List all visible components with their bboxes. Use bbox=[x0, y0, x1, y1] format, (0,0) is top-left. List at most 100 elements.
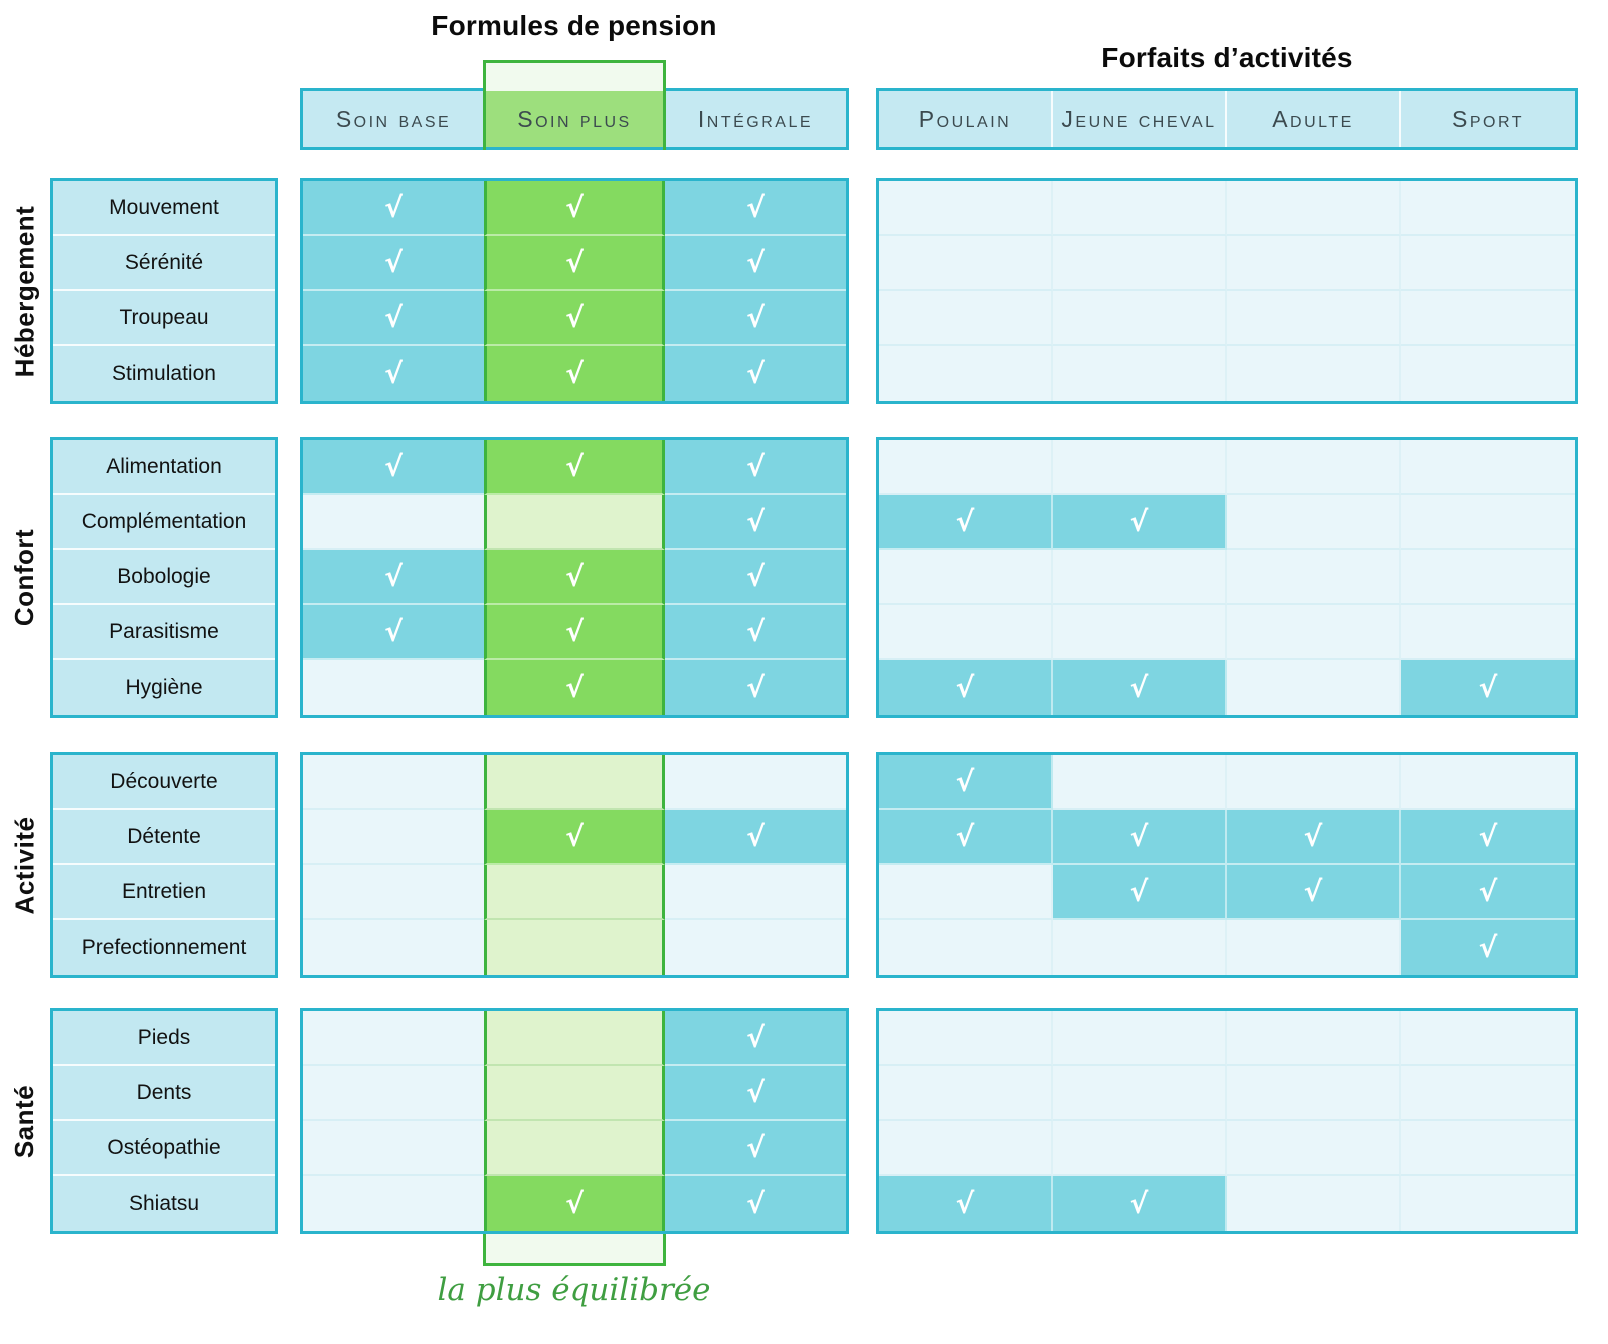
matrix-cell: √ bbox=[303, 181, 484, 236]
check-icon: √ bbox=[565, 1186, 584, 1220]
matrix-cell bbox=[1401, 755, 1575, 810]
matrix-cell: √ bbox=[879, 1176, 1053, 1231]
matrix-cell bbox=[879, 865, 1053, 920]
matrix-cell bbox=[1401, 236, 1575, 291]
matrix-cell: √ bbox=[1053, 495, 1227, 550]
check-icon: √ bbox=[955, 1186, 975, 1220]
group-label-text: Activité bbox=[9, 816, 40, 914]
check-icon: √ bbox=[384, 190, 403, 224]
matrix-cell bbox=[1401, 550, 1575, 605]
matrix-cell: √ bbox=[665, 440, 846, 495]
matrix-cell bbox=[879, 291, 1053, 346]
matrix-cell bbox=[484, 1066, 665, 1121]
row-label: Complémentation bbox=[53, 495, 275, 550]
row-label: Hygiène bbox=[125, 675, 203, 699]
check-icon: √ bbox=[746, 504, 765, 538]
matrix-cell: √ bbox=[303, 550, 484, 605]
matrix-cell bbox=[1227, 1011, 1401, 1066]
matrix-cell bbox=[484, 1121, 665, 1176]
row-label: Pieds bbox=[53, 1011, 275, 1066]
matrix-cell bbox=[1053, 1011, 1227, 1066]
matrix-cell bbox=[303, 1176, 484, 1231]
matrix-cell bbox=[1401, 291, 1575, 346]
check-icon: √ bbox=[746, 819, 765, 853]
matrix-cell: √ bbox=[484, 440, 665, 495]
row-label: Troupeau bbox=[53, 291, 275, 346]
matrix-cell: √ bbox=[484, 660, 665, 715]
check-icon: √ bbox=[565, 670, 584, 704]
matrix-cell bbox=[303, 1011, 484, 1066]
row-label: Alimentation bbox=[53, 440, 275, 495]
matrix-cell bbox=[484, 865, 665, 920]
matrix-cell bbox=[303, 755, 484, 810]
matrix-cell bbox=[1053, 920, 1227, 975]
matrix-cell: √ bbox=[665, 660, 846, 715]
matrix-cell bbox=[879, 181, 1053, 236]
check-icon: √ bbox=[746, 245, 765, 279]
activities-matrix-sante: √√ bbox=[876, 1008, 1578, 1234]
matrix-cell bbox=[665, 755, 846, 810]
check-icon: √ bbox=[955, 819, 975, 853]
check-icon: √ bbox=[384, 300, 403, 334]
pension-matrix-hebergement: √√√√√√√√√√√√ bbox=[300, 178, 849, 404]
matrix-cell bbox=[303, 1121, 484, 1176]
matrix-cell: √ bbox=[484, 810, 665, 865]
matrix-cell bbox=[1053, 440, 1227, 495]
matrix-cell: √ bbox=[665, 1176, 846, 1231]
row-label: Mouvement bbox=[53, 181, 275, 236]
check-icon: √ bbox=[384, 614, 403, 648]
matrix-cell bbox=[1227, 1176, 1401, 1231]
matrix-cell: √ bbox=[484, 605, 665, 660]
matrix-cell: √ bbox=[484, 236, 665, 291]
matrix-cell: √ bbox=[665, 495, 846, 550]
check-icon: √ bbox=[1303, 874, 1323, 908]
check-icon: √ bbox=[384, 449, 403, 483]
matrix-cell bbox=[1401, 1011, 1575, 1066]
row-label: Entretien bbox=[53, 865, 275, 920]
matrix-cell: √ bbox=[665, 810, 846, 865]
matrix-cell: √ bbox=[665, 1121, 846, 1176]
matrix-cell: √ bbox=[879, 660, 1053, 715]
check-icon: √ bbox=[1129, 670, 1149, 704]
activities-matrix-activite: √√√√√√√√√ bbox=[876, 752, 1578, 978]
matrix-cell bbox=[1401, 440, 1575, 495]
matrix-cell: √ bbox=[665, 236, 846, 291]
group-label-text: Confort bbox=[9, 528, 40, 627]
matrix-cell bbox=[1401, 495, 1575, 550]
matrix-cell: √ bbox=[1053, 810, 1227, 865]
matrix-cell bbox=[303, 810, 484, 865]
pension-matrix-confort: √√√√√√√√√√√√ bbox=[300, 437, 849, 718]
matrix-cell: √ bbox=[1053, 1176, 1227, 1231]
matrix-cell bbox=[1053, 291, 1227, 346]
matrix-cell bbox=[1227, 440, 1401, 495]
matrix-cell bbox=[879, 1011, 1053, 1066]
row-label: Parasitisme bbox=[53, 605, 275, 660]
group-label-hebergement: Hébergement bbox=[2, 178, 48, 404]
matrix-cell: √ bbox=[484, 181, 665, 236]
matrix-cell bbox=[879, 1066, 1053, 1121]
matrix-cell bbox=[1227, 495, 1401, 550]
matrix-cell bbox=[1401, 346, 1575, 401]
group-label-text: Hébergement bbox=[9, 205, 40, 377]
matrix-cell: √ bbox=[1053, 660, 1227, 715]
matrix-cell bbox=[1053, 550, 1227, 605]
matrix-cell bbox=[1227, 920, 1401, 975]
matrix-cell: √ bbox=[879, 755, 1053, 810]
check-icon: √ bbox=[746, 559, 765, 593]
matrix-cell bbox=[1401, 1176, 1575, 1231]
matrix-cell: √ bbox=[484, 291, 665, 346]
matrix-cell bbox=[1227, 660, 1401, 715]
check-icon: √ bbox=[1478, 819, 1498, 853]
check-icon: √ bbox=[955, 504, 975, 538]
matrix-cell bbox=[879, 346, 1053, 401]
matrix-cell bbox=[1227, 291, 1401, 346]
check-icon: √ bbox=[746, 1075, 765, 1109]
matrix-cell bbox=[1227, 1066, 1401, 1121]
row-label: Détente bbox=[53, 810, 275, 865]
pension-matrix-sante: √√√√√ bbox=[300, 1008, 849, 1234]
matrix-cell bbox=[303, 920, 484, 975]
matrix-cell: √ bbox=[484, 550, 665, 605]
